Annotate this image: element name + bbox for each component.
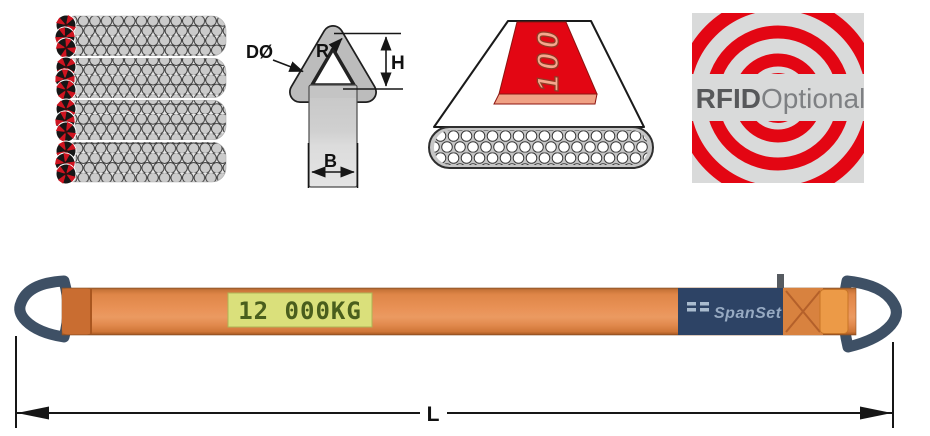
text-band [692,74,864,121]
dimension-lines [272,32,403,188]
left-arrowhead-icon [17,406,49,420]
banner-text: 100 [532,23,565,94]
fitting-dimension-diagram: DØ R H B [246,25,405,188]
rfid-subtitle: Optional [761,83,864,114]
base-width-label: B [324,151,337,171]
left-webbing-fold [62,288,92,335]
weave-bands [59,15,227,183]
rfid-optional-badge: RFID Optional [692,13,864,183]
inner-radius-label: R [316,41,329,61]
capacity-tag: 12 000KG [227,292,373,328]
left-triangle-fitting [14,275,74,343]
webbing-cross-section-capsule [428,126,654,169]
sling-cross-section-diagram: 100 [428,20,654,169]
height-label: H [391,53,405,74]
brand-label: SpanSet [678,288,783,335]
right-webbing-fold [777,274,849,335]
rfid-title: RFID [696,83,761,114]
brand-text: SpanSet [714,305,782,322]
right-arrowhead-icon [860,406,892,420]
triangle-ring-shape [289,25,377,103]
length-label: L [427,403,440,426]
capacity-text: 12 000KG [238,297,362,325]
webbing-sling-illustration: 12 000KG SpanSet [14,274,902,428]
red-capacity-banner: 100 [493,21,598,105]
webbing-strap-shape [308,84,358,188]
length-dimension [15,336,894,428]
label-tab [777,274,784,288]
bar-diameter-label: DØ [246,42,273,62]
brand-logo-bars-icon [687,302,709,312]
webbing-weave-diagram [50,14,227,186]
